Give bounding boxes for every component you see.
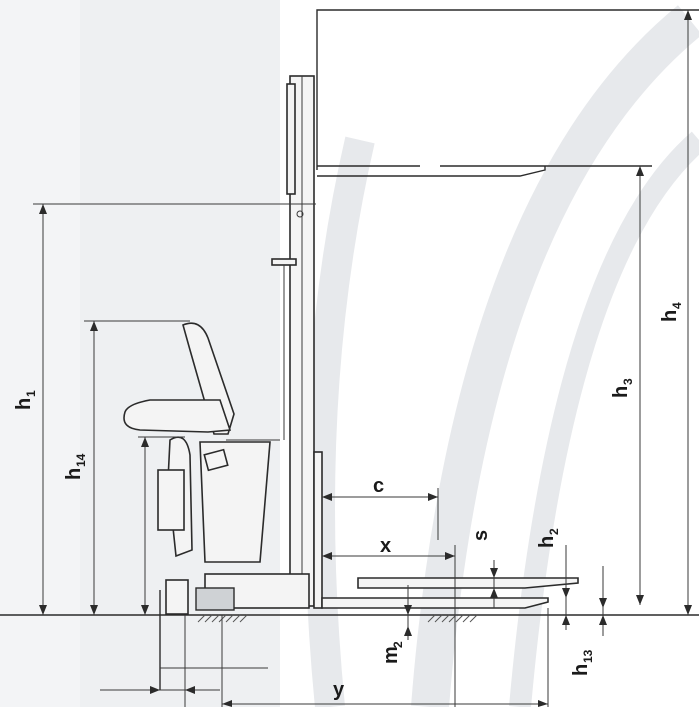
lowered-fork [313,451,579,609]
label-h1: h 1 [13,390,38,410]
label-h4: h 4 [659,302,684,322]
svg-text:1: 1 [24,390,38,397]
raised-fork [316,9,699,177]
svg-text:h: h [536,536,558,548]
label-h2: h 2 [536,528,561,548]
label-x: x [380,535,391,557]
ground-hatch-right [427,614,478,623]
chassis [159,439,310,690]
mast [271,75,315,607]
label-y: y [333,679,345,701]
svg-text:3: 3 [621,378,635,385]
svg-text:h: h [570,664,592,676]
svg-text:2: 2 [391,641,405,648]
svg-text:s: s [470,530,492,541]
svg-text:h: h [63,468,85,480]
tiller-arm [123,322,235,558]
svg-text:m: m [380,646,402,664]
label-h14: h 14 [63,453,88,480]
svg-text:h: h [610,386,632,398]
svg-text:h: h [659,310,681,322]
svg-text:2: 2 [547,528,561,535]
svg-text:13: 13 [581,649,595,663]
svg-text:4: 4 [670,302,684,309]
label-h13: h 13 [570,649,595,676]
label-m2: m 2 [380,641,405,664]
label-s: s [470,530,492,541]
svg-text:14: 14 [74,453,88,467]
svg-text:h: h [13,398,35,410]
dimension-labels: h 1 h 14 h 3 h 4 h 2 h 13 m 2 s c [13,302,684,701]
label-c: c [373,475,384,497]
label-h3: h 3 [610,378,635,398]
dimension-lines [33,10,692,707]
